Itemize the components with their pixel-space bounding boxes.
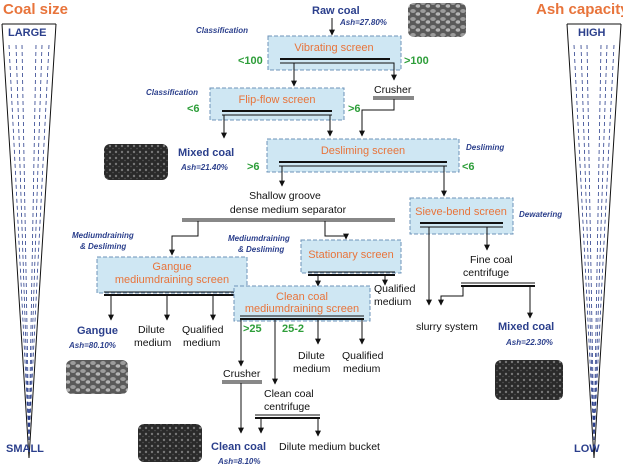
size-gt6-a: >6 [348,103,361,115]
size-gt25: >25 [243,323,262,335]
size-gt6-b: >6 [247,161,260,173]
ash-capacity-scale: HIGH LOW [566,23,622,459]
shallow-groove-label-2: dense medium separator [230,204,347,216]
size-gt100: >100 [404,55,429,67]
raw-coal-photo [408,3,466,37]
mixed-coal-2-ash: Ash=22.30% [505,338,553,347]
mixed-coal-2-label: Mixed coal [498,321,554,333]
fine-coal-label-1: Fine coal [470,254,513,266]
clean-coal-photo [138,424,202,462]
stationary-screen-box [300,239,402,274]
qualified-medium-a-2: medium [374,296,412,308]
gangue-screen-box [96,256,248,294]
clean-screen-label-1: Clean coal [276,291,328,303]
md-label-1b: & Desliming [80,242,126,251]
coal-size-title: Coal size [3,1,68,18]
small-label: SMALL [6,443,44,455]
mixed-coal-2-photo [495,360,563,400]
gangue-label: Gangue [77,325,118,337]
coal-size-scale: LARGE SMALL [1,23,57,459]
flip-flow-screen-label: Flip-flow screen [238,94,315,106]
md-label-1a: Mediumdraining [72,231,134,240]
qualified-medium-a-1: Qualified [374,283,416,295]
shallow-groove-label-1: Shallow groove [249,190,321,202]
clean-coal-label: Clean coal [211,441,266,453]
qualified-medium-b-2: medium [183,337,221,349]
dilute-medium-bucket-label: Dilute medium bucket [279,441,380,453]
md-label-2a: Mediumdraining [228,234,290,243]
vibrating-screen-box [267,35,402,71]
dewatering-label: Dewatering [519,210,562,219]
high-label: HIGH [578,27,606,39]
desliming-screen-label: Desliming screen [321,145,405,157]
raw-coal-ash: Ash=27.80% [339,18,387,27]
mixed-coal-1-photo [104,144,168,180]
classification-label-2: Classification [146,88,198,97]
desliming-process-label: Desliming [466,143,504,152]
ash-capacity-title: Ash capacity [536,1,623,18]
dilute-medium-b-2: medium [293,363,331,375]
crusher-1-label: Crusher [374,84,412,96]
large-label: LARGE [8,27,47,39]
mixed-coal-1-label: Mixed coal [178,147,234,159]
qualified-medium-b-1: Qualified [182,324,224,336]
stationary-screen-label: Stationary screen [308,249,394,261]
gangue-screen-label-2: mediumdraining screen [115,274,229,286]
gangue-photo [66,360,128,394]
low-label: LOW [574,443,600,455]
fine-coal-label-2: centrifuge [463,267,509,279]
qualified-medium-c-2: medium [343,363,381,375]
size-lt6-a: <6 [187,103,200,115]
dilute-medium-b-1: Dilute [298,350,325,362]
classification-label-1: Classification [196,26,248,35]
dilute-medium-a-2: medium [134,337,172,349]
gangue-ash: Ash=80.10% [68,341,116,350]
clean-centrifuge-label-1: Clean coal [264,388,314,400]
clean-coal-ash: Ash=8.10% [217,457,260,466]
size-lt100: <100 [238,55,263,67]
slurry-system-label: slurry system [416,321,478,333]
clean-screen-label-2: mediumdraining screen [245,303,359,315]
clean-screen-box [233,285,371,322]
gangue-screen-label-1: Gangue [152,261,191,273]
size-25-2: 25-2 [282,323,304,335]
mixed-coal-1-ash: Ash=21.40% [180,163,228,172]
sieve-bend-screen-label: Sieve-bend screen [415,206,507,218]
crusher-2-label: Crusher [223,368,261,380]
sieve-bend-screen-box [409,197,514,235]
dilute-medium-a-1: Dilute [138,324,165,336]
size-lt6-b: <6 [462,161,475,173]
vibrating-screen-label: Vibrating screen [294,42,373,54]
clean-centrifuge-label-2: centrifuge [264,401,310,413]
raw-coal-label: Raw coal [312,5,360,17]
qualified-medium-c-1: Qualified [342,350,384,362]
md-label-2b: & Desliming [238,245,284,254]
